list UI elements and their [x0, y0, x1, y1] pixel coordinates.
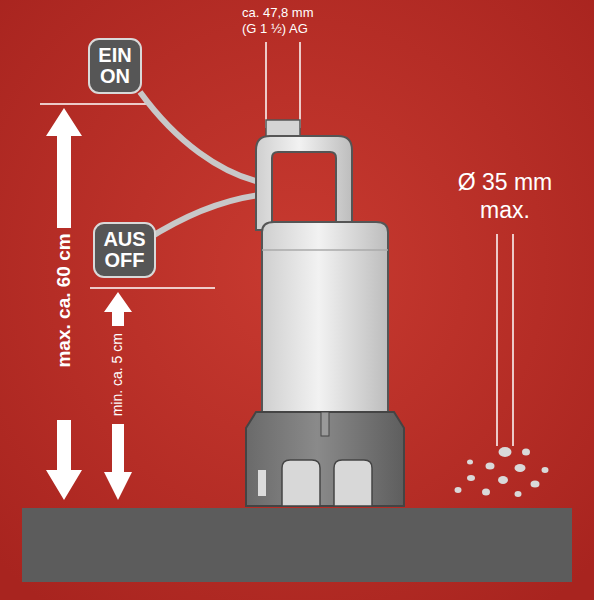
float-switch: AUS OFF — [93, 222, 156, 278]
particle-dimension-line — [512, 234, 514, 446]
switch-label: AUS OFF — [103, 229, 146, 271]
particles — [455, 447, 549, 497]
stone — [467, 475, 475, 481]
particle-size: Ø 35 mm — [458, 170, 553, 195]
stone — [531, 481, 540, 488]
stone — [467, 460, 473, 465]
stone — [482, 489, 490, 496]
float-cable — [140, 92, 268, 184]
thread-size: (G 1 ½) AG — [242, 22, 308, 36]
pump-base — [246, 412, 404, 506]
pump-inlet — [282, 460, 320, 506]
pump-inlet — [334, 460, 372, 506]
switch-label: EIN ON — [98, 45, 132, 87]
particle-size-note: max. — [480, 198, 530, 223]
pump-housing — [262, 222, 388, 412]
stone — [522, 449, 530, 456]
float-cable — [146, 194, 268, 240]
pump-handle — [256, 136, 352, 230]
min-level-dimension: min. ca. 5 cm — [110, 333, 125, 416]
stone — [455, 487, 462, 493]
stone — [499, 447, 512, 457]
pipe-dimension-line — [265, 42, 267, 128]
dimension-arrow — [46, 108, 132, 500]
stone — [515, 491, 522, 497]
stone — [498, 476, 508, 484]
pipe-dimension-line — [299, 42, 301, 128]
pipe-dimension: ca. 47,8 mm — [242, 6, 314, 20]
stone — [542, 467, 549, 473]
level-line — [90, 287, 215, 289]
stone — [515, 464, 526, 472]
stone — [486, 463, 495, 470]
max-level-dimension: max. ca. 60 cm — [54, 233, 75, 367]
particle-dimension-line — [496, 234, 498, 446]
level-line — [40, 103, 152, 105]
float-switch: EIN ON — [88, 38, 142, 94]
floor — [22, 508, 572, 582]
